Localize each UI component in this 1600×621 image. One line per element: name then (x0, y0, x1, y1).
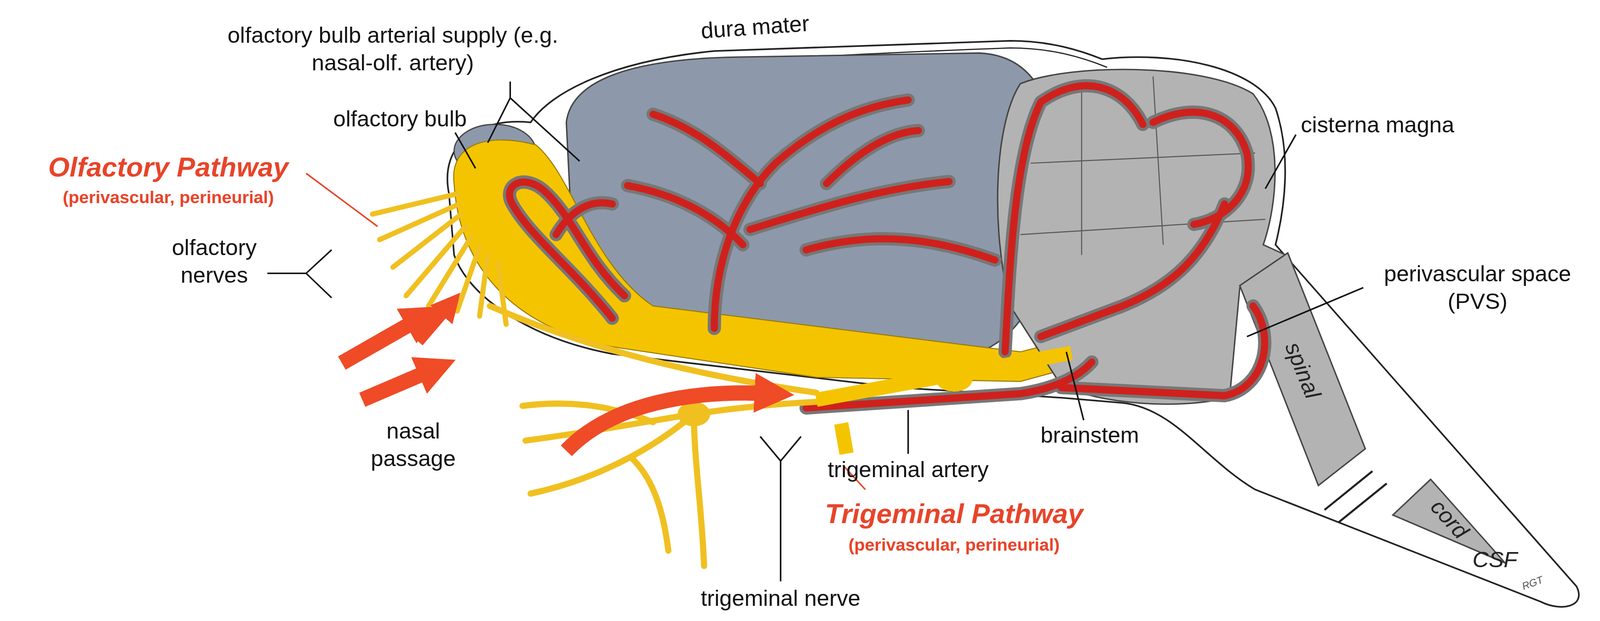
arteries (509, 86, 1265, 409)
olfactory-bulb-tract (453, 140, 1092, 382)
label: olfactory bulb (318, 106, 482, 134)
label: olfactory bulb arterial supply (e.g. nas… (209, 22, 577, 78)
perivascular-sheaths (509, 86, 1265, 409)
olfactory-nerves (372, 194, 507, 325)
label: trigeminal artery (801, 457, 1016, 485)
cerebellum-folia (1020, 76, 1266, 255)
trigeminal-swelling (935, 367, 973, 392)
label: brainstem (1023, 422, 1156, 451)
trigeminal-root (816, 353, 1072, 401)
label: spinal (1272, 323, 1332, 419)
label: (perivascular, perineurial) (5, 187, 332, 209)
label: perivascular space (PVS) (1370, 261, 1585, 316)
label: cord (1415, 484, 1484, 556)
label: trigeminal nerve (668, 585, 893, 614)
cord-break (1324, 471, 1387, 523)
label: RGT (1511, 570, 1555, 597)
label: cisterna magna (1285, 112, 1470, 140)
label: olfactory nerves (148, 234, 281, 290)
red-leader-lines (306, 173, 866, 490)
label: nasal passage (351, 418, 475, 474)
label: (perivascular, perineurial) (791, 535, 1118, 557)
trigeminal-nerve-branches (489, 306, 817, 567)
label: CSF (1464, 546, 1526, 575)
trigeminal-ganglion (677, 401, 711, 427)
trigeminal-stub (834, 422, 854, 456)
dura-outline (447, 40, 1579, 608)
label: Trigeminal Pathway (801, 498, 1108, 532)
label: dura mater (672, 8, 838, 48)
leader-lines (267, 81, 1364, 582)
label: Olfactory Pathway (15, 150, 322, 185)
